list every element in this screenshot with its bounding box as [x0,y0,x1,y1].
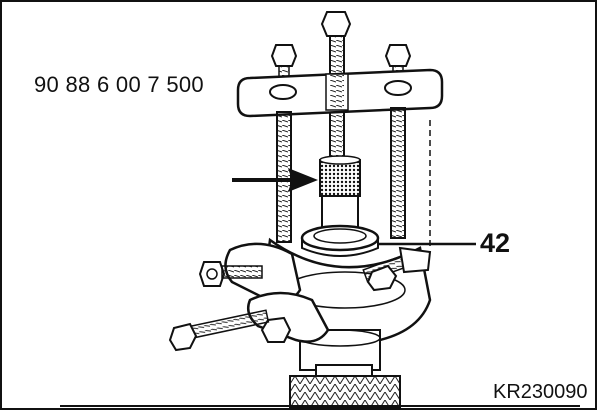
knurled-collar [319,155,361,197]
pointer-arrow [232,168,318,192]
left-clamp-assembly [198,242,302,303]
tool-number-label: 90 88 6 00 7 500 [30,72,208,98]
front-clamp-bolt [168,291,330,352]
left-threaded-rod [276,111,292,243]
bearing-ring [300,224,380,257]
callout-42-label: 42 [480,228,511,258]
yoke-plate [236,68,444,118]
figure-code-label: KR230090 [493,381,588,403]
right-threaded-rod [390,107,406,239]
right-clamp-bolt [362,246,432,292]
